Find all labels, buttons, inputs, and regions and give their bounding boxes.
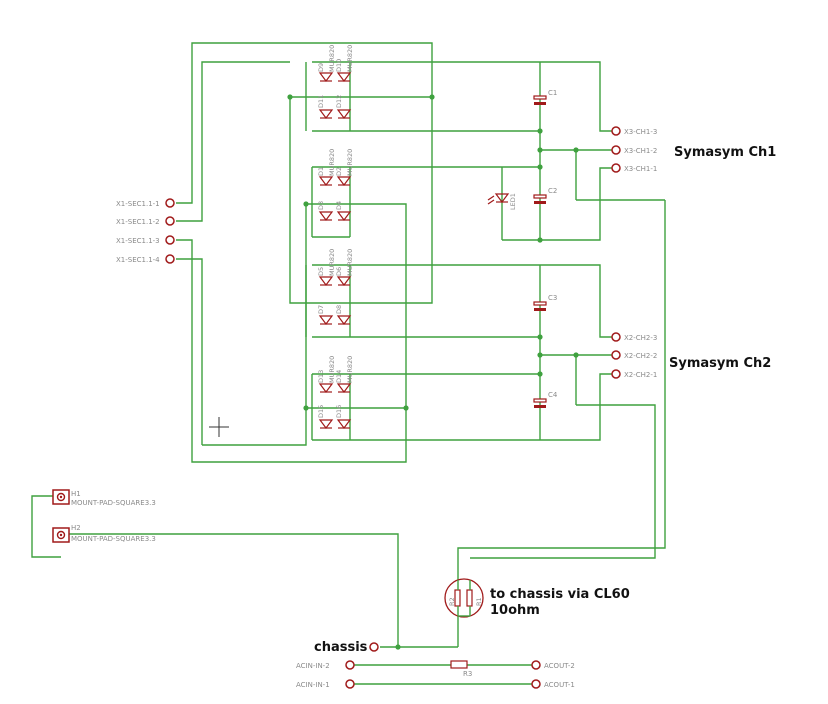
diode-part: MUR820 xyxy=(328,149,336,176)
diode-symbol xyxy=(336,383,352,393)
chassis-resistor-pair: R2 R1 xyxy=(444,578,484,618)
mount-pad-h2: H2 MOUNT-PAD-SQUARE3.3 xyxy=(52,524,156,543)
pin-label: ACIN-IN-2 xyxy=(296,662,330,670)
diode-symbol xyxy=(318,276,334,286)
diode-bridge-1: D9 D10 D11 D12 MUR820 MUR820 xyxy=(317,45,354,119)
pin-label: X2-CH2-3 xyxy=(624,334,657,342)
capacitor-c4: C4 xyxy=(533,391,558,408)
diode-part: MUR820 xyxy=(328,249,336,276)
pin-label: ACOUT-1 xyxy=(544,681,575,689)
capacitor-label: C1 xyxy=(548,89,557,97)
connector-x2: X2-CH2-3 X2-CH2-2 X2-CH2-1 xyxy=(611,332,657,379)
capacitor-label: C4 xyxy=(548,391,558,399)
resistor-label: R3 xyxy=(463,670,472,678)
junctions xyxy=(287,94,579,650)
ac-section: R3 ACIN-IN-2 ACIN-IN-1 ACOUT-2 ACOUT-1 xyxy=(296,660,575,689)
diode-symbol xyxy=(318,109,334,119)
diode-bridge-2: D1 D2 D3 D4 MUR820 MUR820 xyxy=(317,149,354,221)
mount-name: H2 xyxy=(71,524,81,532)
diode-label: D7 xyxy=(317,305,325,314)
mount-name: H1 xyxy=(71,490,81,498)
diode-label: D1 xyxy=(317,167,325,176)
pin-label: X1-SEC1.1-3 xyxy=(116,237,160,245)
pin-label: X2-CH2-2 xyxy=(624,352,657,360)
led-label: LED1 xyxy=(509,193,517,210)
diode-label: D2 xyxy=(335,167,343,176)
mount-value: MOUNT-PAD-SQUARE3.3 xyxy=(71,499,156,507)
diode-label: D8 xyxy=(335,305,343,314)
pin-label: X1-SEC1.1-4 xyxy=(116,256,160,264)
diode-label: D12 xyxy=(335,95,343,108)
pin-label: X3-CH1-2 xyxy=(624,147,657,155)
diode-symbol xyxy=(318,419,334,429)
diode-label: D15 xyxy=(317,405,325,418)
capacitor-c2: C2 xyxy=(533,187,557,204)
diode-part: MUR820 xyxy=(346,356,354,383)
capacitor-c1: C1 xyxy=(533,89,557,105)
crosshair-icon xyxy=(209,417,229,437)
diode-label: D3 xyxy=(317,201,325,210)
wires xyxy=(31,42,666,685)
mount-pad-h1: H1 MOUNT-PAD-SQUARE3.3 xyxy=(52,489,156,507)
diode-label: D13 xyxy=(317,370,325,383)
diode-symbol xyxy=(318,211,334,221)
connector-x1: X1-SEC1.1-1 X1-SEC1.1-2 X1-SEC1.1-3 X1-S… xyxy=(116,198,175,264)
diode-label: D10 xyxy=(335,59,343,72)
pin-label: X3-CH1-3 xyxy=(624,128,657,136)
diode-part: MUR820 xyxy=(328,45,336,72)
note-chassis: chassis xyxy=(314,640,368,655)
pin-label: ACOUT-2 xyxy=(544,662,575,670)
note-ch2: Symasym Ch2 xyxy=(669,356,771,371)
diode-label: D16 xyxy=(335,405,343,418)
diode-label: D14 xyxy=(335,370,343,383)
diode-symbol xyxy=(318,176,334,186)
pin-label: X1-SEC1.1-2 xyxy=(116,218,160,226)
diode-label: D4 xyxy=(335,201,343,210)
pin-label: X1-SEC1.1-1 xyxy=(116,200,160,208)
diode-bridge-4: D13 D14 D15 D16 MUR820 MUR820 xyxy=(317,356,354,429)
diode-part: MUR820 xyxy=(328,356,336,383)
chassis-pad xyxy=(369,642,379,652)
diode-symbol xyxy=(318,383,334,393)
note-chassis-via: to chassis via CL60 xyxy=(490,587,630,602)
diode-label: D5 xyxy=(317,267,325,276)
connector-x3: X3-CH1-3 X3-CH1-2 X3-CH1-1 xyxy=(611,126,657,173)
capacitor-label: C2 xyxy=(548,187,557,195)
mount-value: MOUNT-PAD-SQUARE3.3 xyxy=(71,535,156,543)
capacitor-c3: C3 xyxy=(533,294,557,311)
diode-label: D11 xyxy=(317,95,325,108)
diode-symbol xyxy=(318,315,334,325)
diode-symbol xyxy=(336,176,352,186)
diode-symbol xyxy=(336,276,352,286)
diode-part: MUR820 xyxy=(346,149,354,176)
diode-symbol xyxy=(318,72,334,82)
diode-part: MUR820 xyxy=(346,45,354,72)
diode-symbol xyxy=(336,211,352,221)
diode-bridge-3: D5 D6 D7 D8 MUR820 MUR820 xyxy=(317,249,354,325)
resistor-label: R1 xyxy=(475,597,483,606)
diode-label: D6 xyxy=(335,267,343,276)
diode-symbol xyxy=(336,419,352,429)
diode-symbol xyxy=(336,109,352,119)
led-led1: LED1 xyxy=(487,193,517,210)
note-10ohm: 10ohm xyxy=(490,603,540,618)
pin-label: X2-CH2-1 xyxy=(624,371,657,379)
resistor-label: R2 xyxy=(448,597,456,606)
note-ch1: Symasym Ch1 xyxy=(674,145,776,160)
pin-label: X3-CH1-1 xyxy=(624,165,657,173)
capacitor-label: C3 xyxy=(548,294,557,302)
diode-symbol xyxy=(336,315,352,325)
pin-label: ACIN-IN-1 xyxy=(296,681,330,689)
diode-part: MUR820 xyxy=(346,249,354,276)
diode-label: D9 xyxy=(317,63,325,72)
diode-symbol xyxy=(336,72,352,82)
